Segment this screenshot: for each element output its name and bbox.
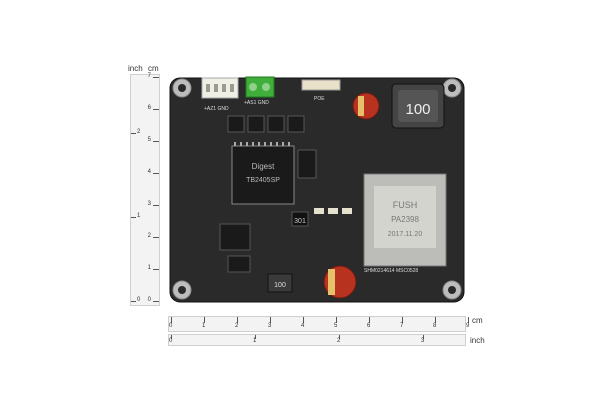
cm-ruler: 0 1 2 3 4 5 6 7 8 9 [168, 316, 470, 332]
svg-text:FUSH: FUSH [393, 200, 418, 210]
cm-tick [204, 317, 205, 323]
svg-text:301: 301 [294, 218, 306, 225]
v-inch-tick [131, 301, 136, 302]
v-inch-tick [131, 133, 136, 134]
svg-text:SHM0214614 MSC0528: SHM0214614 MSC0528 [364, 268, 418, 274]
svg-text:100: 100 [405, 101, 430, 118]
cm-tick-label: 9 [466, 323, 470, 329]
inch-ruler: 0 1 2 3 [168, 334, 466, 346]
cm-tick [336, 317, 337, 323]
white-pin-header [201, 77, 239, 99]
v-inch-tick-label: 2 [137, 129, 141, 135]
inch-ruler-unit: inch [470, 336, 485, 345]
v-cm-tick [153, 301, 159, 302]
svg-text:2017.11.20: 2017.11.20 [388, 231, 423, 238]
v-cm-tick-label: 4 [147, 169, 151, 175]
cm-tick-label: 2 [235, 323, 239, 329]
cm-tick [303, 317, 304, 323]
v-cm-tick-label: 6 [147, 105, 151, 111]
cm-tick-label: 3 [268, 323, 272, 329]
inch-tick [339, 335, 340, 339]
cm-tick-label: 1 [202, 323, 206, 329]
v-cm-tick [153, 173, 159, 174]
svg-text:+AZ1 GND: +AZ1 GND [204, 106, 229, 112]
cm-tick-label: 4 [301, 323, 305, 329]
v-inch-tick-label: 0 [137, 297, 141, 303]
v-inch-tick [131, 217, 136, 218]
svg-text:Digest: Digest [252, 162, 275, 171]
inch-tick-label: 2 [337, 338, 341, 344]
v-cm-tick [153, 77, 159, 78]
v-cm-tick-label: 7 [147, 73, 151, 79]
v-cm-tick [153, 237, 159, 238]
v-inch-tick-label: 1 [137, 213, 141, 219]
cm-tick [171, 317, 172, 323]
v-cm-tick-label: 1 [147, 265, 151, 271]
cm-tick [369, 317, 370, 323]
green-terminal-block [245, 76, 275, 98]
cm-tick-label: 8 [433, 323, 437, 329]
inch-tick-label: 3 [421, 338, 425, 344]
svg-text:PA2398: PA2398 [391, 215, 419, 224]
cm-tick [270, 317, 271, 323]
v-cm-tick-label: 2 [147, 233, 151, 239]
v-cm-tick [153, 109, 159, 110]
cm-unit-label: cm [148, 64, 159, 73]
svg-text:POE: POE [314, 96, 325, 102]
v-cm-tick [153, 269, 159, 270]
svg-text:+AS1 GND: +AS1 GND [244, 100, 269, 106]
cm-tick-label: 5 [334, 323, 338, 329]
pcb-board: 100 Digest TB2405SP FUSH PA2398 2017.11.… [169, 76, 465, 303]
svg-text:TB2405SP: TB2405SP [246, 177, 280, 184]
inch-tick [423, 335, 424, 339]
inch-tick [255, 335, 256, 339]
v-cm-tick-label: 5 [147, 137, 151, 143]
cm-tick [468, 317, 469, 323]
v-cm-tick [153, 205, 159, 206]
cm-tick [237, 317, 238, 323]
inch-tick-label: 0 [169, 338, 173, 344]
cm-tick [435, 317, 436, 323]
inch-tick [171, 335, 172, 339]
cm-tick-label: 7 [400, 323, 404, 329]
svg-text:100: 100 [274, 282, 286, 289]
v-cm-tick-label: 0 [147, 297, 151, 303]
inch-tick-label: 1 [253, 338, 257, 344]
capacitor-top [352, 92, 380, 120]
v-cm-tick-label: 3 [147, 201, 151, 207]
cm-tick-label: 6 [367, 323, 371, 329]
vertical-ruler: 0 1 2 3 4 5 6 7 0 1 2 [130, 73, 160, 306]
v-cm-tick [153, 141, 159, 142]
cm-ruler-unit: cm [472, 316, 483, 325]
cm-tick [402, 317, 403, 323]
main-chip [231, 145, 295, 205]
inch-unit-label: inch [128, 64, 143, 73]
fpc-connector [301, 79, 341, 91]
cm-tick-label: 0 [169, 323, 173, 329]
